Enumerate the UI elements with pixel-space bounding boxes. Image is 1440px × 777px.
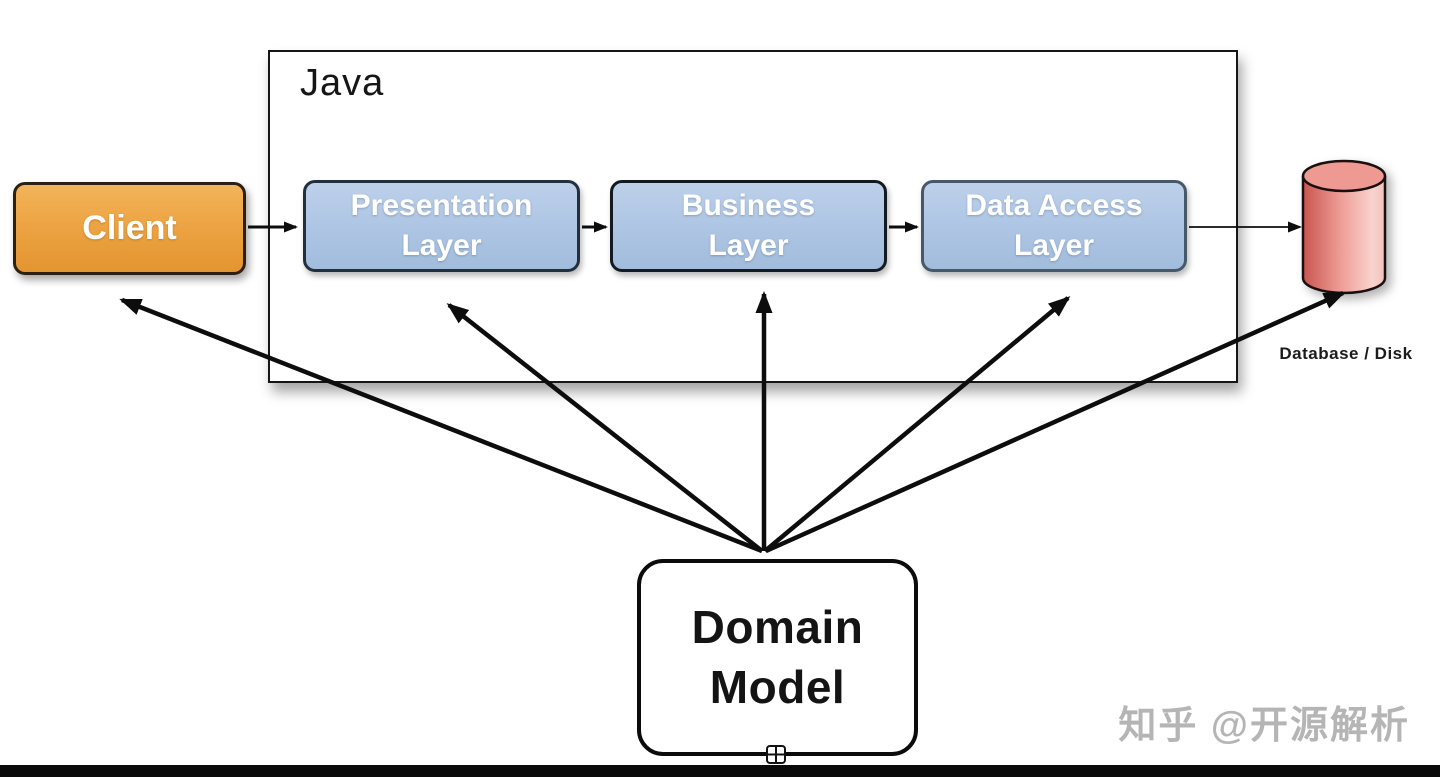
node-domain-model: Domain Model [637,559,918,756]
database-label: Database / Disk [1279,344,1413,363]
data-access-layer-label-line1: Data Access [965,189,1143,223]
node-data-access-layer: Data Access Layer [921,180,1187,272]
business-layer-label-line2: Layer [708,229,789,262]
business-layer-label-line1: Business [681,189,816,223]
watermark-text: 知乎 @开源解析 [1118,705,1410,747]
bottom-bar [0,765,1440,777]
node-presentation-layer: Presentation Layer [303,180,580,272]
node-database [1301,159,1387,295]
node-client: Client [13,182,246,275]
java-container-label: Java [300,62,385,104]
domain-model-label-line2: Model [709,660,846,713]
node-business-layer: Business Layer [610,180,887,272]
presentation-layer-label-line2: Layer [401,229,482,262]
client-label: Client [82,209,177,247]
data-access-layer-label-line2: Layer [1013,229,1095,262]
domain-model-label-line1: Domain [691,600,864,653]
presentation-layer-label-line1: Presentation [350,189,533,223]
